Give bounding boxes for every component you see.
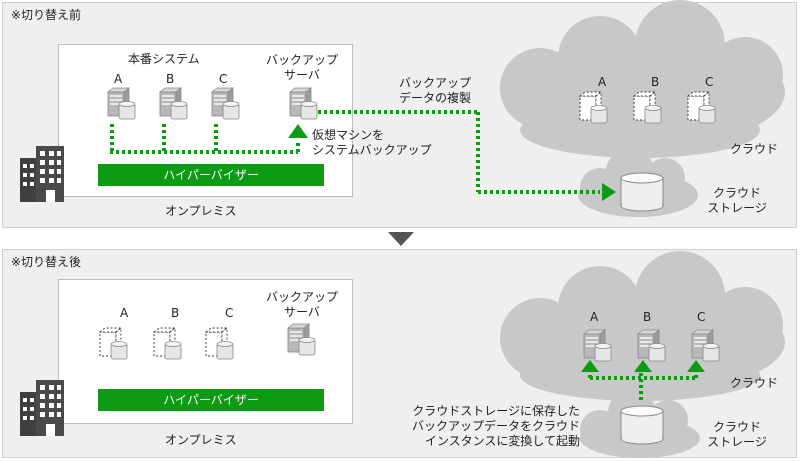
before-vm-a-label: A <box>114 72 123 86</box>
before-copy-line1: バックアップ <box>398 76 471 90</box>
after-cloud-label: クラウド <box>730 376 779 390</box>
before-onpremise-label: オンプレミス <box>165 204 237 218</box>
before-backup-arrow-icon <box>288 124 308 138</box>
after-restore-connector <box>588 368 698 400</box>
after-building-icon <box>20 380 64 436</box>
arrow-down-icon <box>388 232 414 246</box>
after-restore-line1: クラウドストレージに保存した <box>412 404 580 418</box>
after-vm-c-label: C <box>225 306 234 320</box>
before-vm-b-icon <box>159 87 188 120</box>
before-backup-server-label: バックアップ サーバ <box>262 53 342 83</box>
before-cloud-vm-c-label: C <box>705 75 714 89</box>
before-production-system-label: 本番システム <box>128 52 200 66</box>
before-vm-backup-line2: システムバックアップ <box>312 143 432 157</box>
after-cloud-storage-line2: ストレージ <box>707 435 767 449</box>
after-cloud-vm-a-label: A <box>590 310 599 324</box>
before-cloud-storage-line2: ストレージ <box>707 201 767 215</box>
after-backup-server-label: バックアップ サーバ <box>262 290 342 320</box>
before-copy-arrow-icon <box>602 183 616 201</box>
before-cloud-vm-a-label: A <box>598 75 607 89</box>
after-vm-b-label: B <box>171 306 180 320</box>
before-cloud-label: クラウド <box>730 142 779 156</box>
after-onpremise-label: オンプレミス <box>165 433 237 447</box>
after-restore-line3: インスタンスに変換して起動 <box>424 434 580 448</box>
after-vm-c-icon <box>205 327 234 360</box>
after-restore-line2: バックアップデータをクラウド <box>411 419 580 433</box>
after-cloud-vm-b-label: B <box>643 310 652 324</box>
before-cloud-vm-b-label: B <box>651 75 660 89</box>
before-title: ※切り替え前 <box>11 8 82 22</box>
before-backup-server-icon <box>289 87 318 120</box>
before-backup-server-line2: サーバ <box>284 68 320 82</box>
before-vm-c-icon <box>211 87 240 120</box>
before-storage-icon <box>620 172 664 212</box>
after-storage-icon <box>620 405 664 445</box>
after-hypervisor-bar: ハイパーバイザー <box>98 389 324 411</box>
before-vm-c-label: C <box>219 72 228 86</box>
before-copy-label: バックアップ データの複製 <box>380 76 490 106</box>
before-backup-connector <box>110 124 300 154</box>
before-copy-connector <box>318 110 600 194</box>
after-vm-a-icon <box>99 327 128 360</box>
after-backup-server-line2: サーバ <box>284 305 320 319</box>
before-copy-line2: データの複製 <box>398 91 471 105</box>
before-cloud-storage-label: クラウド ストレージ <box>705 186 769 216</box>
before-cloud-storage-line1: クラウド <box>712 186 761 200</box>
before-vm-b-label: B <box>166 72 175 86</box>
before-building-icon <box>20 146 64 202</box>
before-vm-backup-line1: 仮想マシンを <box>312 128 385 142</box>
before-cloud-icon <box>500 0 785 158</box>
before-vm-backup-label: 仮想マシンを システムバックアップ <box>312 128 432 158</box>
after-vm-b-icon <box>153 327 182 360</box>
after-arrow-b-icon <box>634 360 652 372</box>
after-cloud-vm-c-label: C <box>697 310 706 324</box>
after-cloud-storage-line1: クラウド <box>712 420 761 434</box>
after-cloud-storage-label: クラウド ストレージ <box>705 420 769 450</box>
before-hypervisor-bar: ハイパーバイザー <box>98 164 324 186</box>
after-backup-server-line1: バックアップ <box>265 290 338 304</box>
after-arrow-a-icon <box>581 360 599 372</box>
after-backup-server-icon <box>287 323 316 356</box>
after-vm-a-label: A <box>120 306 129 320</box>
after-restore-label: クラウドストレージに保存した バックアップデータをクラウド インスタンスに変換し… <box>368 404 580 449</box>
after-arrow-c-icon <box>687 360 705 372</box>
before-vm-a-icon <box>107 87 136 120</box>
after-title: ※切り替え後 <box>11 255 82 269</box>
before-backup-server-line1: バックアップ <box>265 53 338 67</box>
